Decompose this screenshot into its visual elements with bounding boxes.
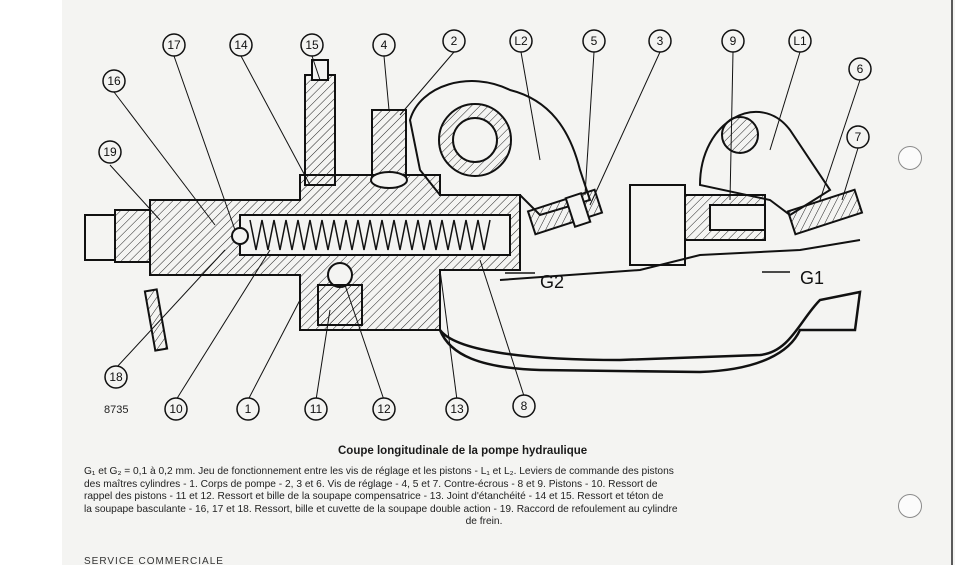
callout-1: 1	[236, 397, 260, 421]
gap-label-g1: G1	[800, 268, 824, 288]
valve-housing	[317, 284, 363, 326]
right-section	[629, 111, 864, 266]
adjusting-screw-3	[526, 188, 604, 236]
callout-l2: L2	[509, 29, 533, 53]
svg-text:4: 4	[381, 38, 388, 52]
callout-12: 12	[372, 397, 396, 421]
svg-text:9: 9	[730, 34, 737, 48]
svg-text:14: 14	[234, 38, 248, 52]
adjusting-screw-2	[370, 109, 408, 189]
caption-line: G₁ et G₂ = 0,1 à 0,2 mm. Jeu de fonction…	[84, 466, 674, 477]
svg-text:5: 5	[591, 34, 598, 48]
binder-hole-bottom	[898, 494, 922, 518]
callout-4: 4	[372, 33, 396, 57]
svg-text:L2: L2	[514, 34, 528, 48]
svg-text:8: 8	[521, 399, 528, 413]
double-action-ball	[231, 227, 249, 245]
callout-18: 18	[104, 365, 128, 389]
callout-5: 5	[582, 29, 606, 53]
callout-17: 17	[162, 33, 186, 57]
caption-body: G₁ et G₂ = 0,1 à 0,2 mm. Jeu de fonction…	[84, 466, 884, 529]
frame-top-edge	[499, 239, 861, 281]
svg-text:6: 6	[857, 62, 864, 76]
return-spring	[249, 219, 491, 251]
leader-lines	[109, 51, 861, 401]
svg-text:18: 18	[109, 370, 123, 384]
callout-15: 15	[300, 33, 324, 57]
brake-pedal-frame	[438, 290, 862, 374]
binder-hole-top	[898, 146, 922, 170]
callout-6: 6	[848, 57, 872, 81]
callout-19: 19	[98, 140, 122, 164]
page-edge-rule	[951, 0, 953, 565]
caption-title: Coupe longitudinale de la pompe hydrauli…	[338, 445, 588, 457]
left-margin	[0, 0, 62, 565]
svg-text:11: 11	[310, 402, 323, 416]
svg-text:13: 13	[450, 402, 464, 416]
callout-2: 2	[442, 29, 466, 53]
callout-11: 11	[304, 397, 328, 421]
figure-number: 8735	[104, 404, 129, 416]
caption-line: des maîtres cylindres - 1. Corps de pomp…	[84, 478, 658, 490]
caption-line: la soupape basculante - 16, 17 et 18. Re…	[84, 503, 678, 515]
footer-text: SERVICE COMMERCIALE	[84, 556, 224, 567]
caption-line: rappel des pistons - 11 et 12. Ressort e…	[84, 491, 664, 503]
outlet-fitting	[84, 209, 169, 352]
callout-8: 8	[512, 394, 536, 418]
svg-text:L1: L1	[793, 34, 807, 48]
callout-l1: L1	[788, 29, 812, 53]
callout-14: 14	[229, 33, 253, 57]
svg-text:2: 2	[451, 34, 458, 48]
svg-text:7: 7	[855, 130, 862, 144]
svg-text:1: 1	[245, 402, 252, 416]
svg-text:15: 15	[305, 38, 319, 52]
caption-line: de frein.	[465, 516, 503, 528]
callout-16: 16	[102, 69, 126, 93]
callout-7: 7	[846, 125, 870, 149]
callout-13: 13	[445, 397, 469, 421]
lever-l2	[408, 80, 592, 217]
compensating-ball	[327, 262, 353, 288]
tilting-valve	[304, 59, 336, 186]
svg-text:10: 10	[169, 402, 183, 416]
svg-text:16: 16	[107, 74, 121, 88]
svg-text:3: 3	[657, 34, 664, 48]
document-page	[62, 0, 955, 565]
svg-text:19: 19	[103, 145, 117, 159]
pump-cross-section-diagram: 17 14 15 4 2 L2 5 3 9 L1 6 16 19 7 18 10…	[84, 29, 872, 421]
gap-label-g2: G2	[540, 272, 564, 292]
callout-9: 9	[721, 29, 745, 53]
callout-3: 3	[648, 29, 672, 53]
callout-10: 10	[164, 397, 188, 421]
svg-text:17: 17	[167, 38, 181, 52]
svg-text:12: 12	[377, 402, 391, 416]
